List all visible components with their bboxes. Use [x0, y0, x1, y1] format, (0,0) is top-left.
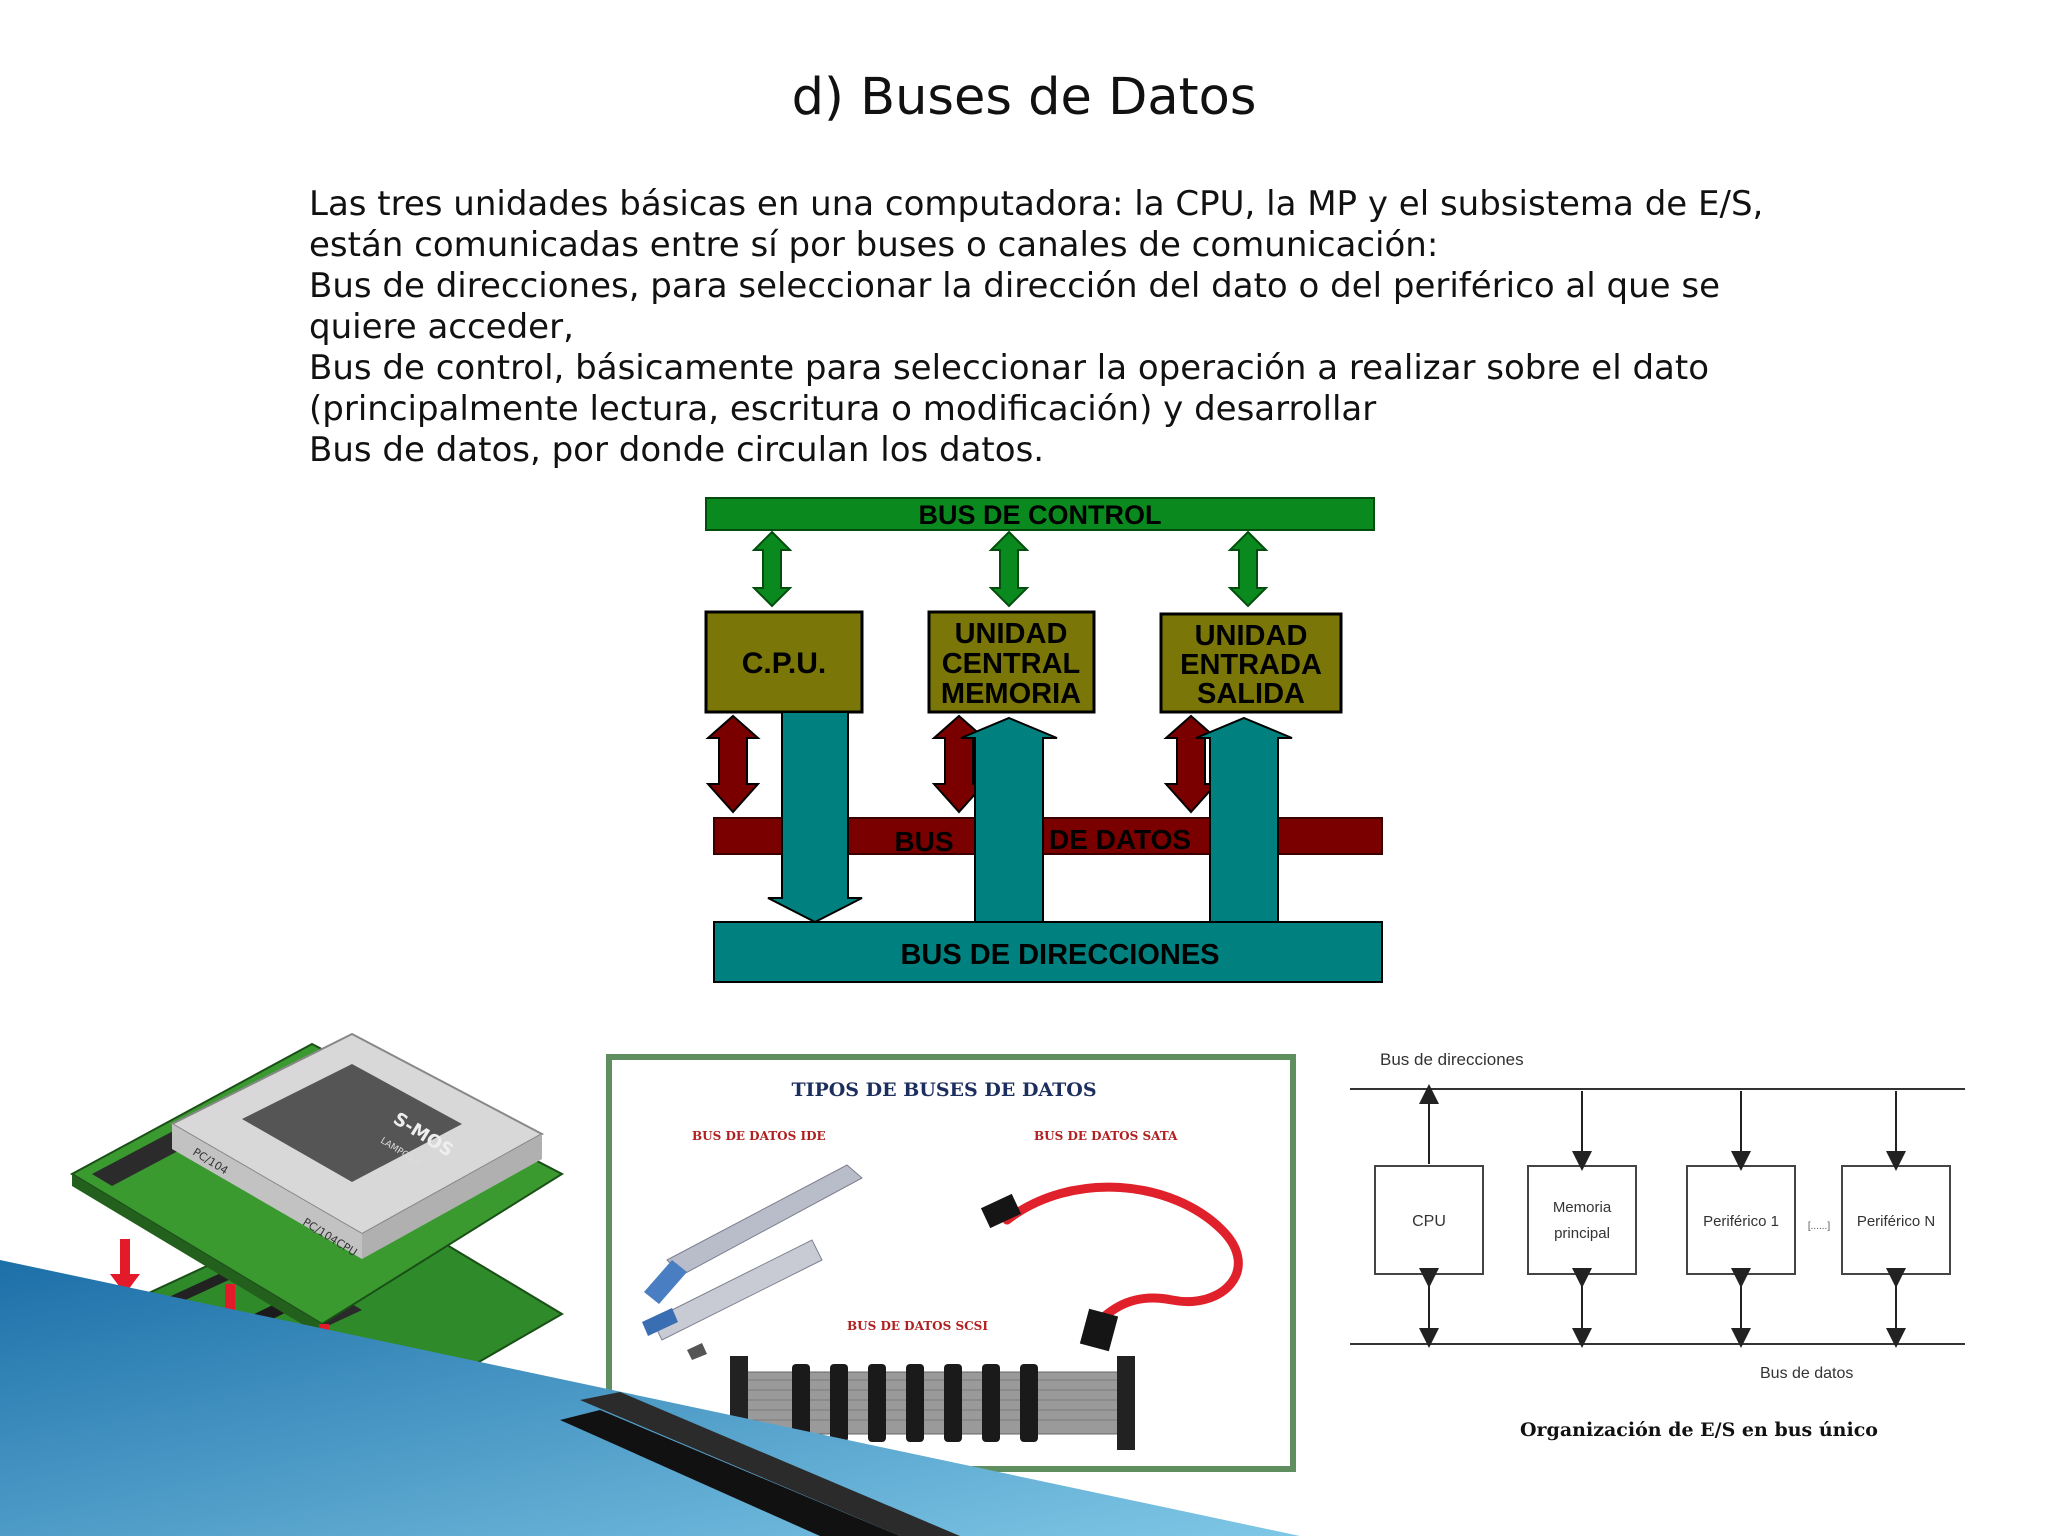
memory-label-3: MEMORIA — [941, 678, 1081, 710]
cpu-label: C.P.U. — [742, 647, 826, 680]
io-caption: Organización de E/S en bus único — [1520, 1419, 1878, 1441]
body-line: (principalmente lectura, escritura o mod… — [309, 389, 1377, 429]
peripheral1-label: Periférico 1 — [1703, 1213, 1779, 1230]
address-arrow-memory-up — [960, 716, 1058, 923]
sata-cable — [980, 1182, 1243, 1352]
ide-label: BUS DE DATOS IDE — [692, 1129, 826, 1143]
data-arrow-cpu — [705, 714, 761, 814]
bus-architecture-diagram: BUS DE CONTROL C.P.U. UNIDAD CENTRAL MEM… — [704, 497, 1383, 983]
ellipsis-label: [......] — [1808, 1221, 1830, 1232]
control-arrows — [751, 530, 1269, 608]
address-arrow-cpu — [767, 711, 863, 924]
peripheralN-box — [1841, 1165, 1951, 1275]
cables-panel: TIPOS DE BUSES DE DATOS BUS DE DATOS IDE… — [606, 1054, 1296, 1472]
body-line: Las tres unidades básicas en una computa… — [309, 184, 1764, 224]
memory-label-2: CENTRAL — [942, 648, 1081, 680]
address-bus-bar — [713, 921, 1383, 983]
control-bus-label: BUS DE CONTROL — [919, 500, 1162, 530]
body-line: quiere acceder, — [309, 307, 574, 347]
slide-decoration — [0, 1260, 1300, 1536]
scsi-cable — [730, 1356, 1135, 1450]
control-arrow-memory — [988, 530, 1030, 608]
body-line: Bus de control, básicamente para selecci… — [309, 348, 1710, 388]
cpu-box — [704, 610, 864, 714]
scsi-label: BUS DE DATOS SCSI — [847, 1319, 988, 1333]
body-line: Bus de direcciones, para seleccionar la … — [309, 266, 1720, 306]
io-box — [1159, 612, 1343, 714]
memory-box — [927, 610, 1096, 714]
address-arrow-io-up — [1195, 716, 1293, 923]
control-bus-bar — [705, 497, 1375, 531]
sata-label: BUS DE DATOS SATA — [1034, 1129, 1178, 1143]
body-line: Bus de datos, por donde circulan los dat… — [309, 430, 1045, 470]
address-bus-caption: Bus de direcciones — [1380, 1050, 1524, 1069]
ide-cable — [642, 1164, 863, 1360]
address-arrows — [767, 711, 1293, 924]
memory-unit-box — [1527, 1165, 1637, 1275]
io-arrows — [1419, 1084, 1906, 1348]
control-arrow-io — [1227, 530, 1269, 608]
memory-unit-label-1: Memoria — [1553, 1199, 1612, 1216]
slide-title: d) Buses de Datos — [791, 68, 1257, 127]
io-bus-diagram: Bus de direcciones CPU Memoria principal… — [1350, 1050, 1965, 1441]
memory-label-1: UNIDAD — [955, 618, 1068, 650]
body-line: están comunicadas entre sí por buses o c… — [309, 225, 1439, 265]
slide-body: Las tres unidades básicas en una computa… — [309, 184, 1809, 471]
data-bus-caption: Bus de datos — [1760, 1365, 1853, 1382]
data-bus-label-right: DE DATOS — [1049, 824, 1191, 855]
cables-illustration: TIPOS DE BUSES DE DATOS BUS DE DATOS IDE… — [642, 1079, 1243, 1450]
control-arrow-cpu — [751, 530, 793, 608]
cables-title: TIPOS DE BUSES DE DATOS — [791, 1079, 1096, 1101]
io-label-1: UNIDAD — [1195, 620, 1308, 652]
data-arrow-io — [1163, 714, 1219, 814]
address-bus-label: BUS DE DIRECCIONES — [900, 939, 1219, 971]
io-label-2: ENTRADA — [1180, 649, 1322, 681]
red-arrow-1 — [110, 1239, 140, 1294]
peripheral1-box — [1686, 1165, 1796, 1275]
peripheralN-label: Periférico N — [1857, 1213, 1935, 1230]
io-label-3: SALIDA — [1197, 678, 1305, 710]
data-bus-label-left: BUS — [894, 826, 953, 857]
memory-unit-label-2: principal — [1554, 1225, 1610, 1242]
cpu-unit-label: CPU — [1412, 1213, 1446, 1230]
